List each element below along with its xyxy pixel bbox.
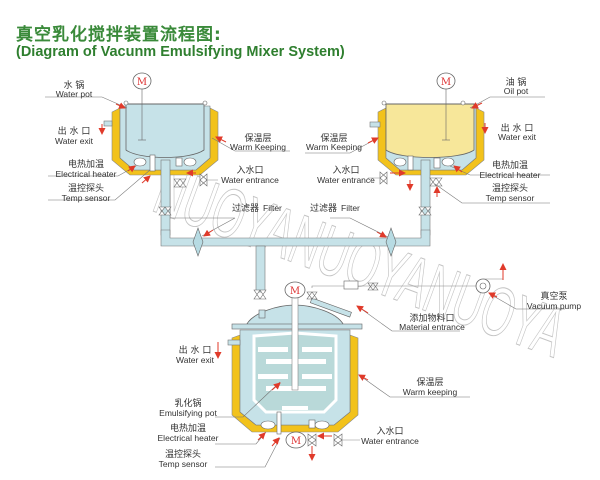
label-oil-keeping-cn: 保温层 — [320, 132, 347, 144]
label-heater-en: Electrical heater — [56, 169, 117, 179]
label-emul-heater-en: Electrical heater — [158, 433, 219, 443]
label-heater-cn: 电热加温 — [68, 158, 104, 170]
label-emul-pot-cn: 乳化锅 — [174, 397, 201, 409]
label-emul-sensor-en: Temp sensor — [159, 459, 208, 469]
label-oil-entrance-cn: 入水口 — [332, 164, 359, 176]
label-emul-sensor-cn: 温控探头 — [165, 448, 201, 460]
label-water-exit-en: Water exit — [55, 136, 94, 146]
label-water-pot-en: Water pot — [56, 89, 93, 99]
label-entrance-cn: 入水口 — [236, 164, 263, 176]
label-vacuum-pump-cn: 真空泵 — [540, 290, 567, 302]
label-oil-filter-cn: 过滤器 — [310, 202, 337, 214]
label-sensor-en: Temp sensor — [62, 193, 111, 203]
label-emul-water-exit-en: Water exit — [176, 355, 215, 365]
label-filter-cn: 过滤器 — [232, 202, 259, 214]
label-oil-pot-en: Oil pot — [504, 86, 529, 96]
label-oil-entrance-en: Water entrance — [317, 175, 375, 185]
label-emul-entrance-cn: 入水口 — [376, 425, 403, 437]
label-oil-keeping-en: Warm Keeping — [306, 142, 362, 152]
label-filter-en: Filter — [263, 203, 282, 213]
oil-pot: M — [368, 72, 489, 236]
label-keeping-en: Warm Keeping — [230, 142, 286, 152]
label-material-cn: 添加物料口 — [409, 312, 454, 324]
label-water-pot-cn: 水 锅 — [64, 79, 85, 91]
motor-label: M — [441, 77, 451, 88]
filter-icon — [192, 227, 204, 257]
label-emul-keeping-cn: 保温层 — [416, 376, 443, 388]
label-emul-heater-cn: 电热加温 — [170, 422, 206, 434]
label-keeping-cn: 保温层 — [244, 132, 271, 144]
target-arrows — [115, 102, 498, 447]
piping — [160, 227, 431, 300]
motor-label: M — [290, 286, 300, 297]
motor-icon — [285, 431, 307, 449]
label-oil-pot-cn: 油 锅 — [506, 76, 527, 88]
filter-icon — [385, 227, 397, 257]
label-emul-entrance-en: Water entrance — [361, 436, 419, 446]
label-oil-filter-en: Filter — [341, 203, 360, 213]
motor-label: M — [291, 436, 301, 447]
label-oil-water-exit-cn: 出 水 口 — [501, 122, 534, 134]
label-water-exit-cn: 出 水 口 — [58, 125, 91, 137]
label-entrance-en: Water entrance — [221, 175, 279, 185]
label-vacuum-pump-en: Vacuum pump — [527, 301, 581, 311]
label-oil-sensor-en: Temp sensor — [486, 193, 535, 203]
label-emul-pot-en: Emulsifying pot — [159, 408, 217, 418]
emulsifying-pot: M M — [214, 263, 507, 461]
label-oil-heater-en: Electrical heater — [480, 170, 541, 180]
vacuum-pump-icon — [475, 278, 491, 294]
title-chinese: 真空乳化搅拌装置流程图: — [16, 25, 222, 45]
label-material-en: Material entrance — [399, 322, 465, 332]
water-pot: M — [98, 72, 219, 236]
title-english: (Diagram of Vacunm Emulsifying Mixer Sys… — [16, 44, 345, 60]
label-emul-water-exit-cn: 出 水 口 — [179, 344, 212, 356]
label-oil-heater-cn: 电热加温 — [492, 159, 528, 171]
label-emul-keeping-en: Warm keeping — [403, 387, 458, 397]
motor-label: M — [137, 77, 147, 88]
label-oil-sensor-cn: 温控探头 — [492, 182, 528, 194]
motor-icon — [284, 281, 306, 299]
label-sensor-cn: 温控探头 — [68, 182, 104, 194]
label-oil-water-exit-en: Water exit — [498, 132, 537, 142]
